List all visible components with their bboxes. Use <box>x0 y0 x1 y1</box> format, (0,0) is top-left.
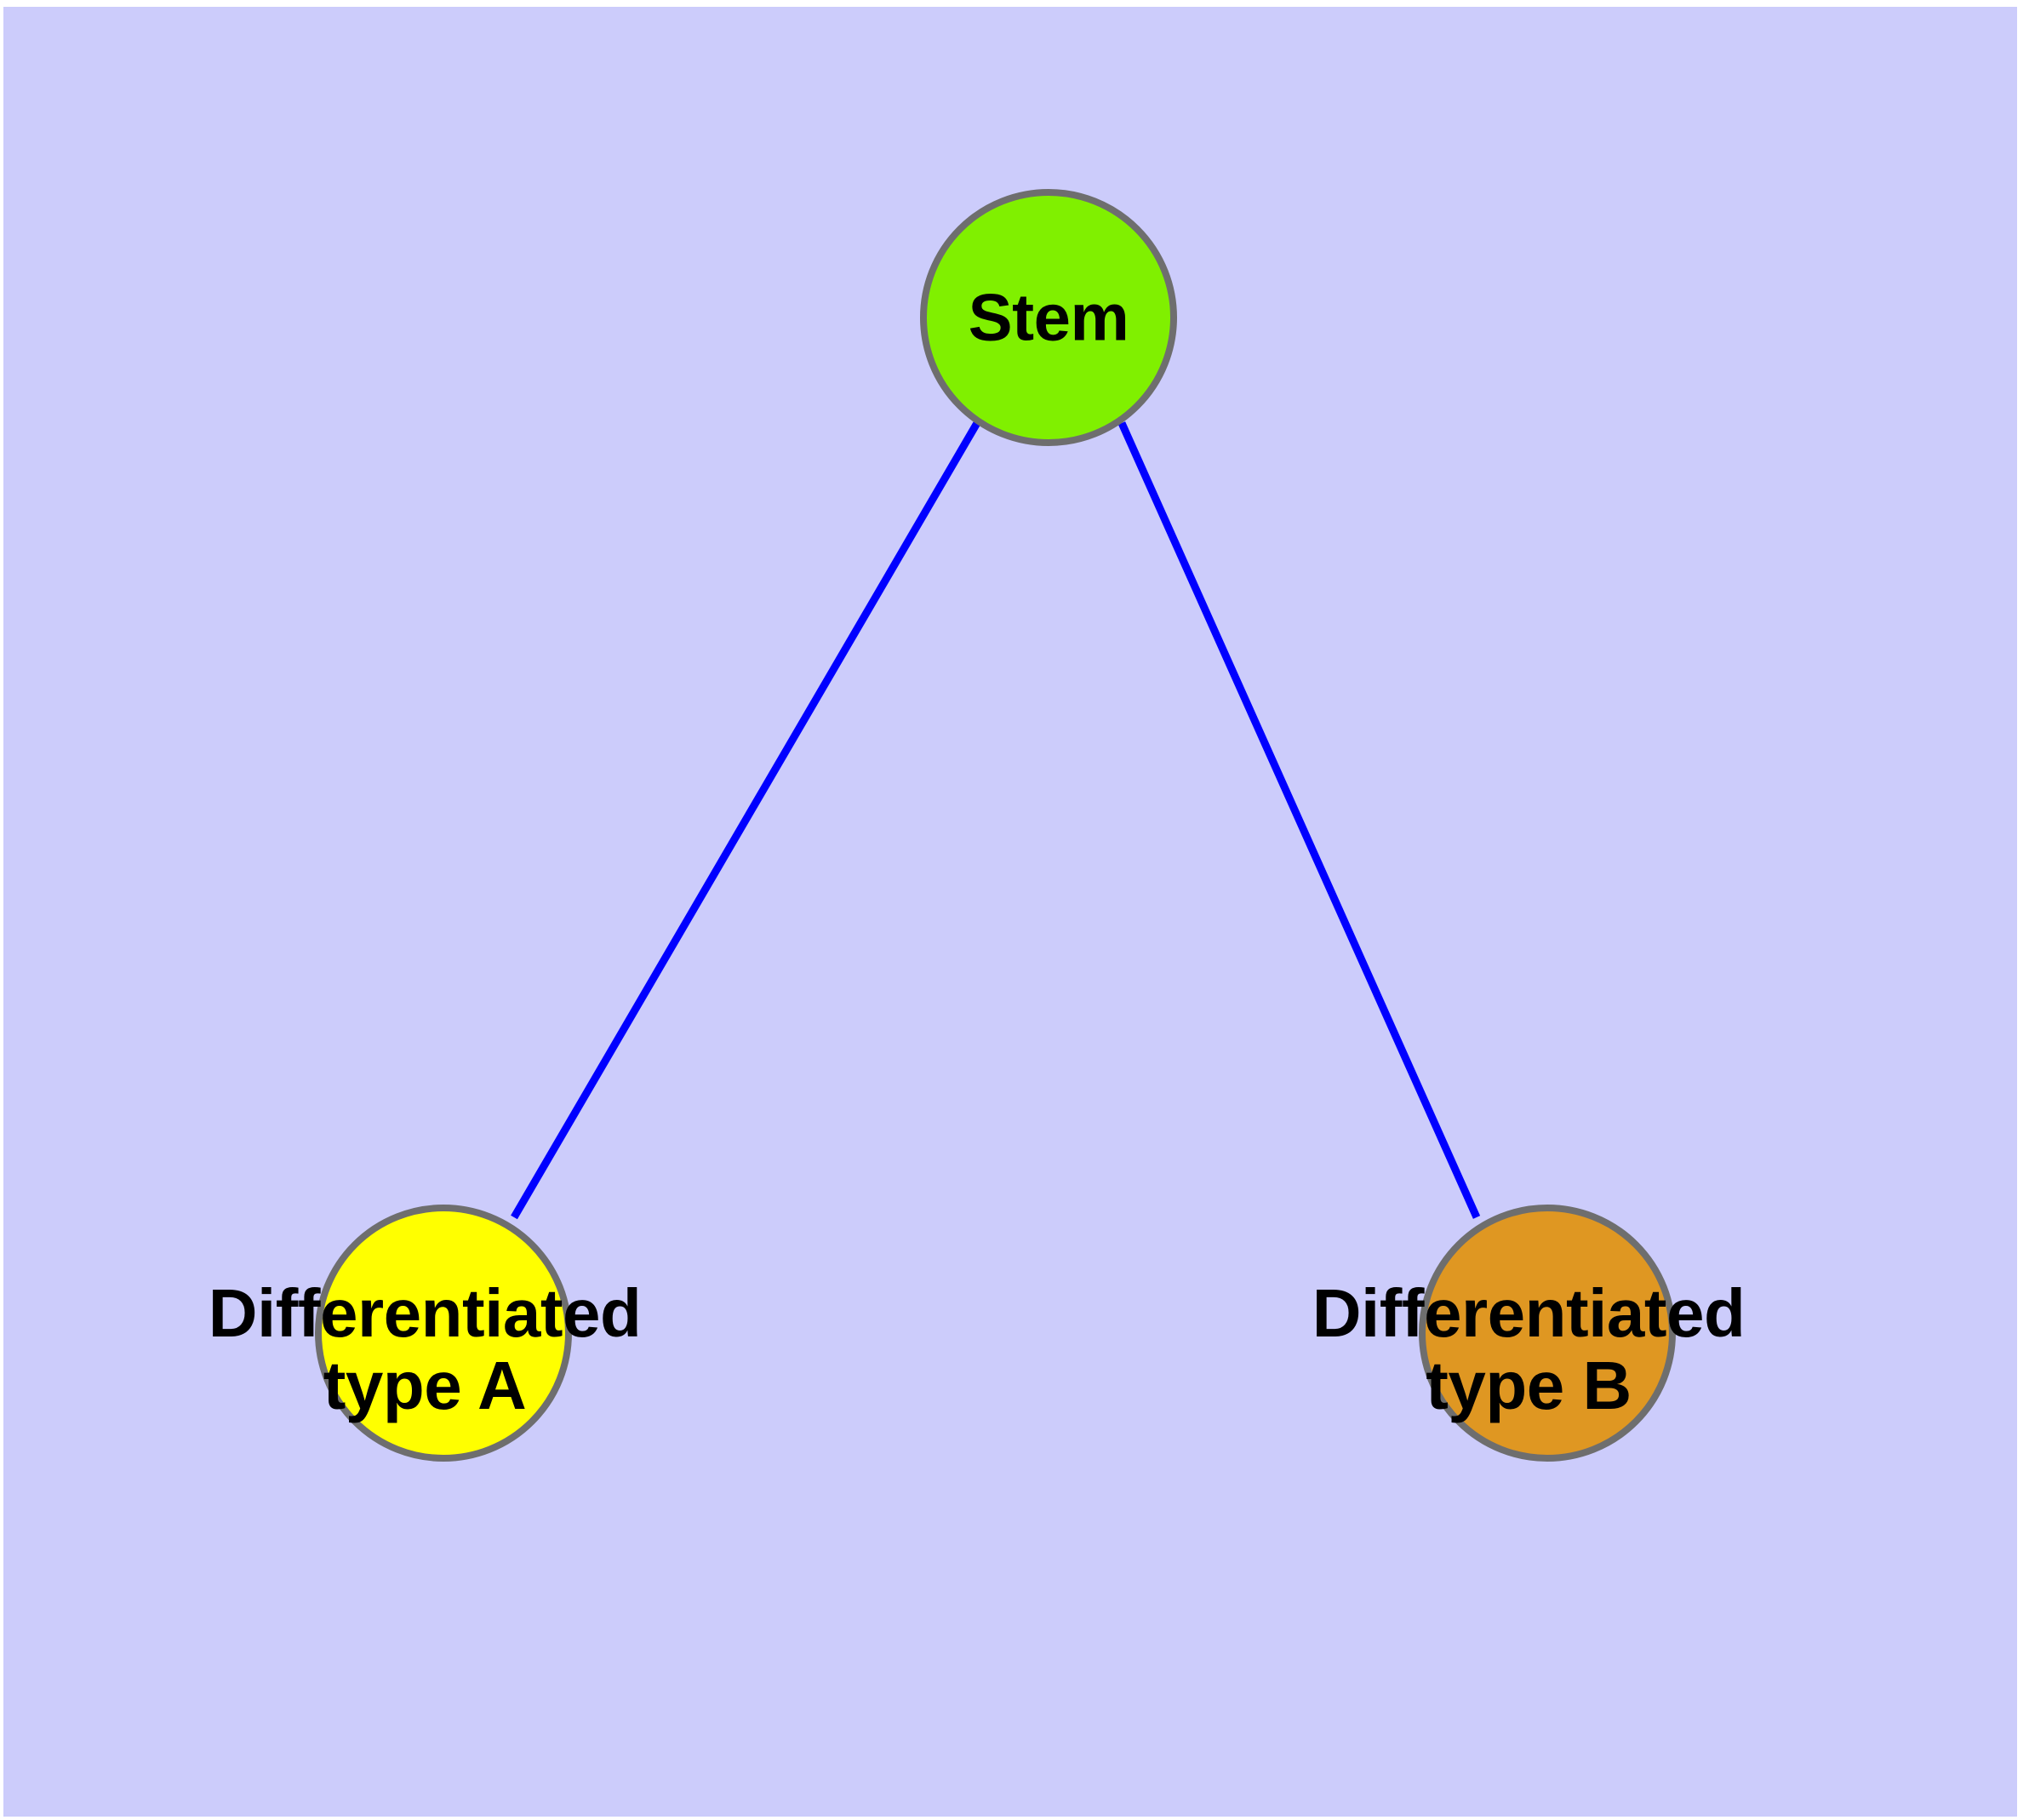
graph-edge-stem-diff_b[interactable] <box>1117 421 1481 1219</box>
graph-node-diff_a[interactable] <box>315 1205 572 1462</box>
edges-layer <box>511 421 1481 1220</box>
graph-edge-stem-diff_a[interactable] <box>511 421 980 1220</box>
nodes-layer <box>315 189 1676 1462</box>
graph-node-diff_b[interactable] <box>1419 1205 1676 1462</box>
graph-node-stem[interactable] <box>920 189 1177 446</box>
